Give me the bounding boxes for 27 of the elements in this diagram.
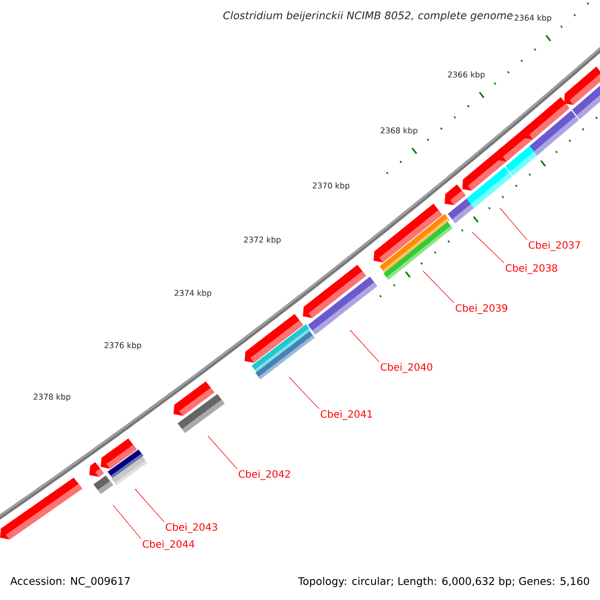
leader-line (208, 436, 238, 470)
scale-label: 2378 kbp (34, 394, 70, 402)
genome-info-label: Topology: circular; Length: 6,000,632 bp; Genes: 5,160 (298, 576, 590, 588)
scale-label: 2370 kbp (312, 182, 350, 190)
scale-label: 2372 kbp (244, 236, 281, 244)
scale-label: 2374 kbp (174, 290, 212, 298)
leader-line (112, 504, 142, 540)
scale-label: 2368 kbp (380, 127, 418, 135)
gene-label: Cbei_2037 (528, 241, 580, 251)
gene-label: Cbei_2041 (320, 410, 372, 420)
leader-line (134, 488, 164, 522)
leader-line (288, 376, 320, 410)
gene-label: Cbei_2038 (506, 264, 558, 274)
gene-label: Cbei_2039 (456, 304, 508, 314)
gene-label: Cbei_2043 (166, 523, 218, 533)
scale-label: 2366 kbp (448, 71, 485, 80)
gene-label: Cbei_2044 (142, 540, 194, 550)
gene-label: Cbei_2042 (238, 470, 290, 480)
leader-line (472, 232, 504, 264)
scale-label: 2376 kbp (104, 342, 142, 350)
gene-label: Cbei_2040 (380, 363, 432, 373)
leader-line (500, 208, 528, 240)
title: Clostridium beijerinckii NCIMB 8052, complete genome (223, 11, 513, 22)
leader-line (422, 270, 454, 304)
scale-label: 2364 kbp (514, 14, 552, 22)
leader-line (350, 330, 380, 362)
accession-label: Accession: NC_009617 (10, 576, 130, 588)
